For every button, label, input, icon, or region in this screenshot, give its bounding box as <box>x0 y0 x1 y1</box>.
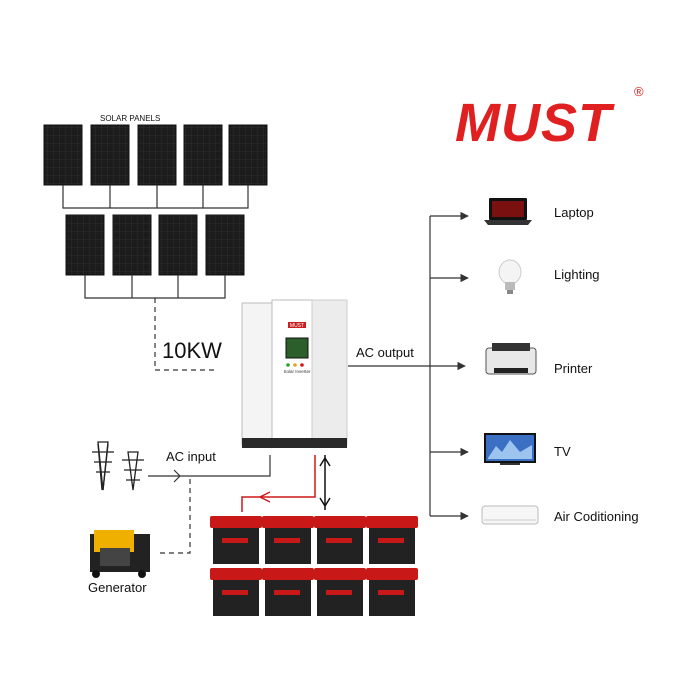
printer-icon <box>485 343 537 375</box>
solar-panel <box>65 214 105 276</box>
inverter-brand-label: MUST <box>290 323 304 329</box>
solar-inverter <box>241 299 348 448</box>
battery-link-red <box>241 455 316 512</box>
laptop-icon <box>484 198 532 225</box>
inverter-lcd <box>285 337 309 359</box>
battery <box>210 516 262 564</box>
battery <box>366 568 418 616</box>
pv-connection-line <box>154 298 215 371</box>
battery <box>262 516 314 564</box>
solar-panel <box>43 124 83 186</box>
load-label-air-conditioning: Air Coditioning <box>554 509 639 524</box>
solar-panel-array <box>43 124 268 299</box>
battery <box>314 516 366 564</box>
solar-panel <box>205 214 245 276</box>
generator-line <box>160 478 191 554</box>
solar-panel <box>158 214 198 276</box>
ac-input-label: AC input <box>166 449 216 464</box>
battery-bank <box>210 516 418 616</box>
load-label-tv: TV <box>554 444 571 459</box>
grid-line <box>148 455 271 477</box>
solar-panels-label: SOLAR PANELS <box>100 114 161 123</box>
generator-icon <box>90 530 150 578</box>
solar-panel <box>112 214 152 276</box>
solar-panel <box>183 124 223 186</box>
ac-output-label: AC output <box>356 345 414 360</box>
bulb-icon <box>498 259 522 294</box>
generator-label: Generator <box>88 580 147 595</box>
brand-logo: MUST <box>455 93 612 153</box>
tv-icon <box>484 433 536 465</box>
power-grid-icon <box>92 441 144 491</box>
solar-panel <box>90 124 130 186</box>
battery <box>262 568 314 616</box>
battery <box>314 568 366 616</box>
load-label-lighting: Lighting <box>554 267 600 282</box>
battery <box>210 568 262 616</box>
load-label-printer: Printer <box>554 361 593 376</box>
inverter-caption: Solar Inverter <box>283 369 311 374</box>
registered-mark: ® <box>634 84 644 99</box>
solar-panel <box>137 124 177 186</box>
air-conditioner-icon <box>481 505 539 525</box>
battery <box>366 516 418 564</box>
solar-panel <box>228 124 268 186</box>
load-label-laptop: Laptop <box>554 205 594 220</box>
power-rating-label: 10KW <box>162 338 222 363</box>
